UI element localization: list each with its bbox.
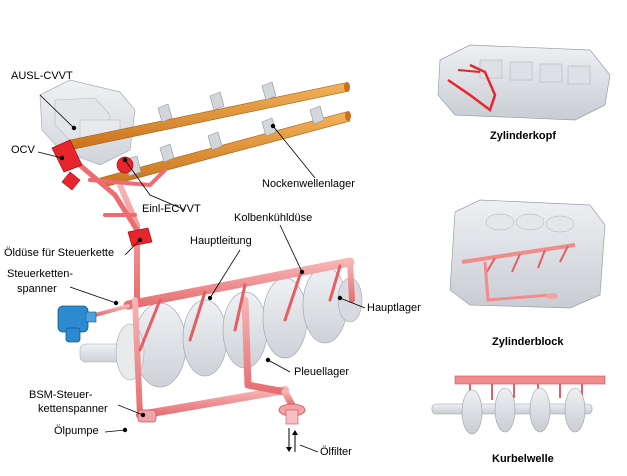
label-einl-ecvvt: Einl-ECVVT — [142, 203, 201, 215]
label-ocv: OCV — [11, 144, 35, 156]
label-hauptlager: Hauptlager — [367, 302, 421, 314]
label-hauptleitung: Hauptleitung — [190, 235, 252, 247]
label-oelfilter: Ölfilter — [320, 446, 352, 458]
label-nockenwellenlager: Nockenwellenlager — [262, 178, 355, 190]
chain-tensioner — [57, 305, 97, 343]
crankshaft-thumbnail — [431, 375, 606, 435]
label-oelduese-steuerkette: Öldüse für Steuerkette — [4, 247, 115, 259]
ocv-valve — [51, 139, 83, 191]
intake-ecvvt-unit — [116, 156, 134, 174]
camshaft-bearing-caps — [124, 81, 325, 177]
oil-pump — [137, 409, 157, 423]
label-steuerkettenspanner-1: Steuerketten- — [7, 268, 74, 280]
caption-kurbelwelle: Kurbelwelle — [492, 453, 554, 465]
caption-zylinderkopf: Zylinderkopf — [490, 130, 557, 142]
cylinder-block-thumbnail — [449, 199, 606, 309]
caption-zylinderblock: Zylinderblock — [492, 336, 564, 348]
label-bsm-2: kettenspanner — [38, 403, 108, 415]
label-ausl-cvvt: AUSL-CVVT — [11, 70, 73, 82]
label-kolbenkuehlduese: Kolbenkühldüse — [234, 212, 313, 224]
label-oelpumpe: Ölpumpe — [54, 425, 99, 437]
oil-filter — [278, 403, 306, 452]
label-pleuellager: Pleuellager — [294, 366, 350, 378]
chain-oil-jet — [127, 227, 153, 247]
label-bsm-1: BSM-Steuer- — [29, 389, 93, 401]
label-steuerkettenspanner-2: spanner — [17, 283, 57, 295]
crankshaft-ghost — [79, 266, 363, 388]
cylinder-head-thumbnail — [437, 44, 611, 121]
leader-lines — [37, 94, 366, 453]
